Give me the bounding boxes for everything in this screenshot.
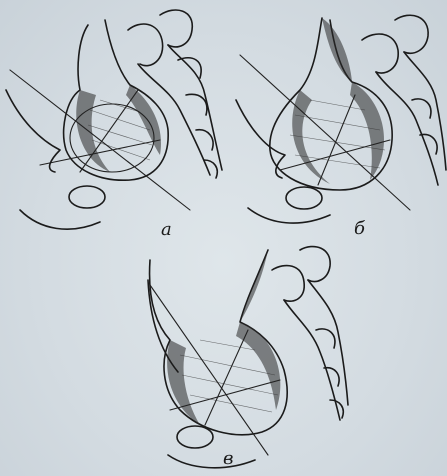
panel-a-label: а bbox=[161, 219, 172, 240]
panel-c-label: в bbox=[223, 448, 233, 469]
panel-c-sacrum bbox=[272, 247, 348, 420]
panel-c-uterus bbox=[150, 250, 288, 435]
panel-b-label: б bbox=[354, 218, 365, 239]
